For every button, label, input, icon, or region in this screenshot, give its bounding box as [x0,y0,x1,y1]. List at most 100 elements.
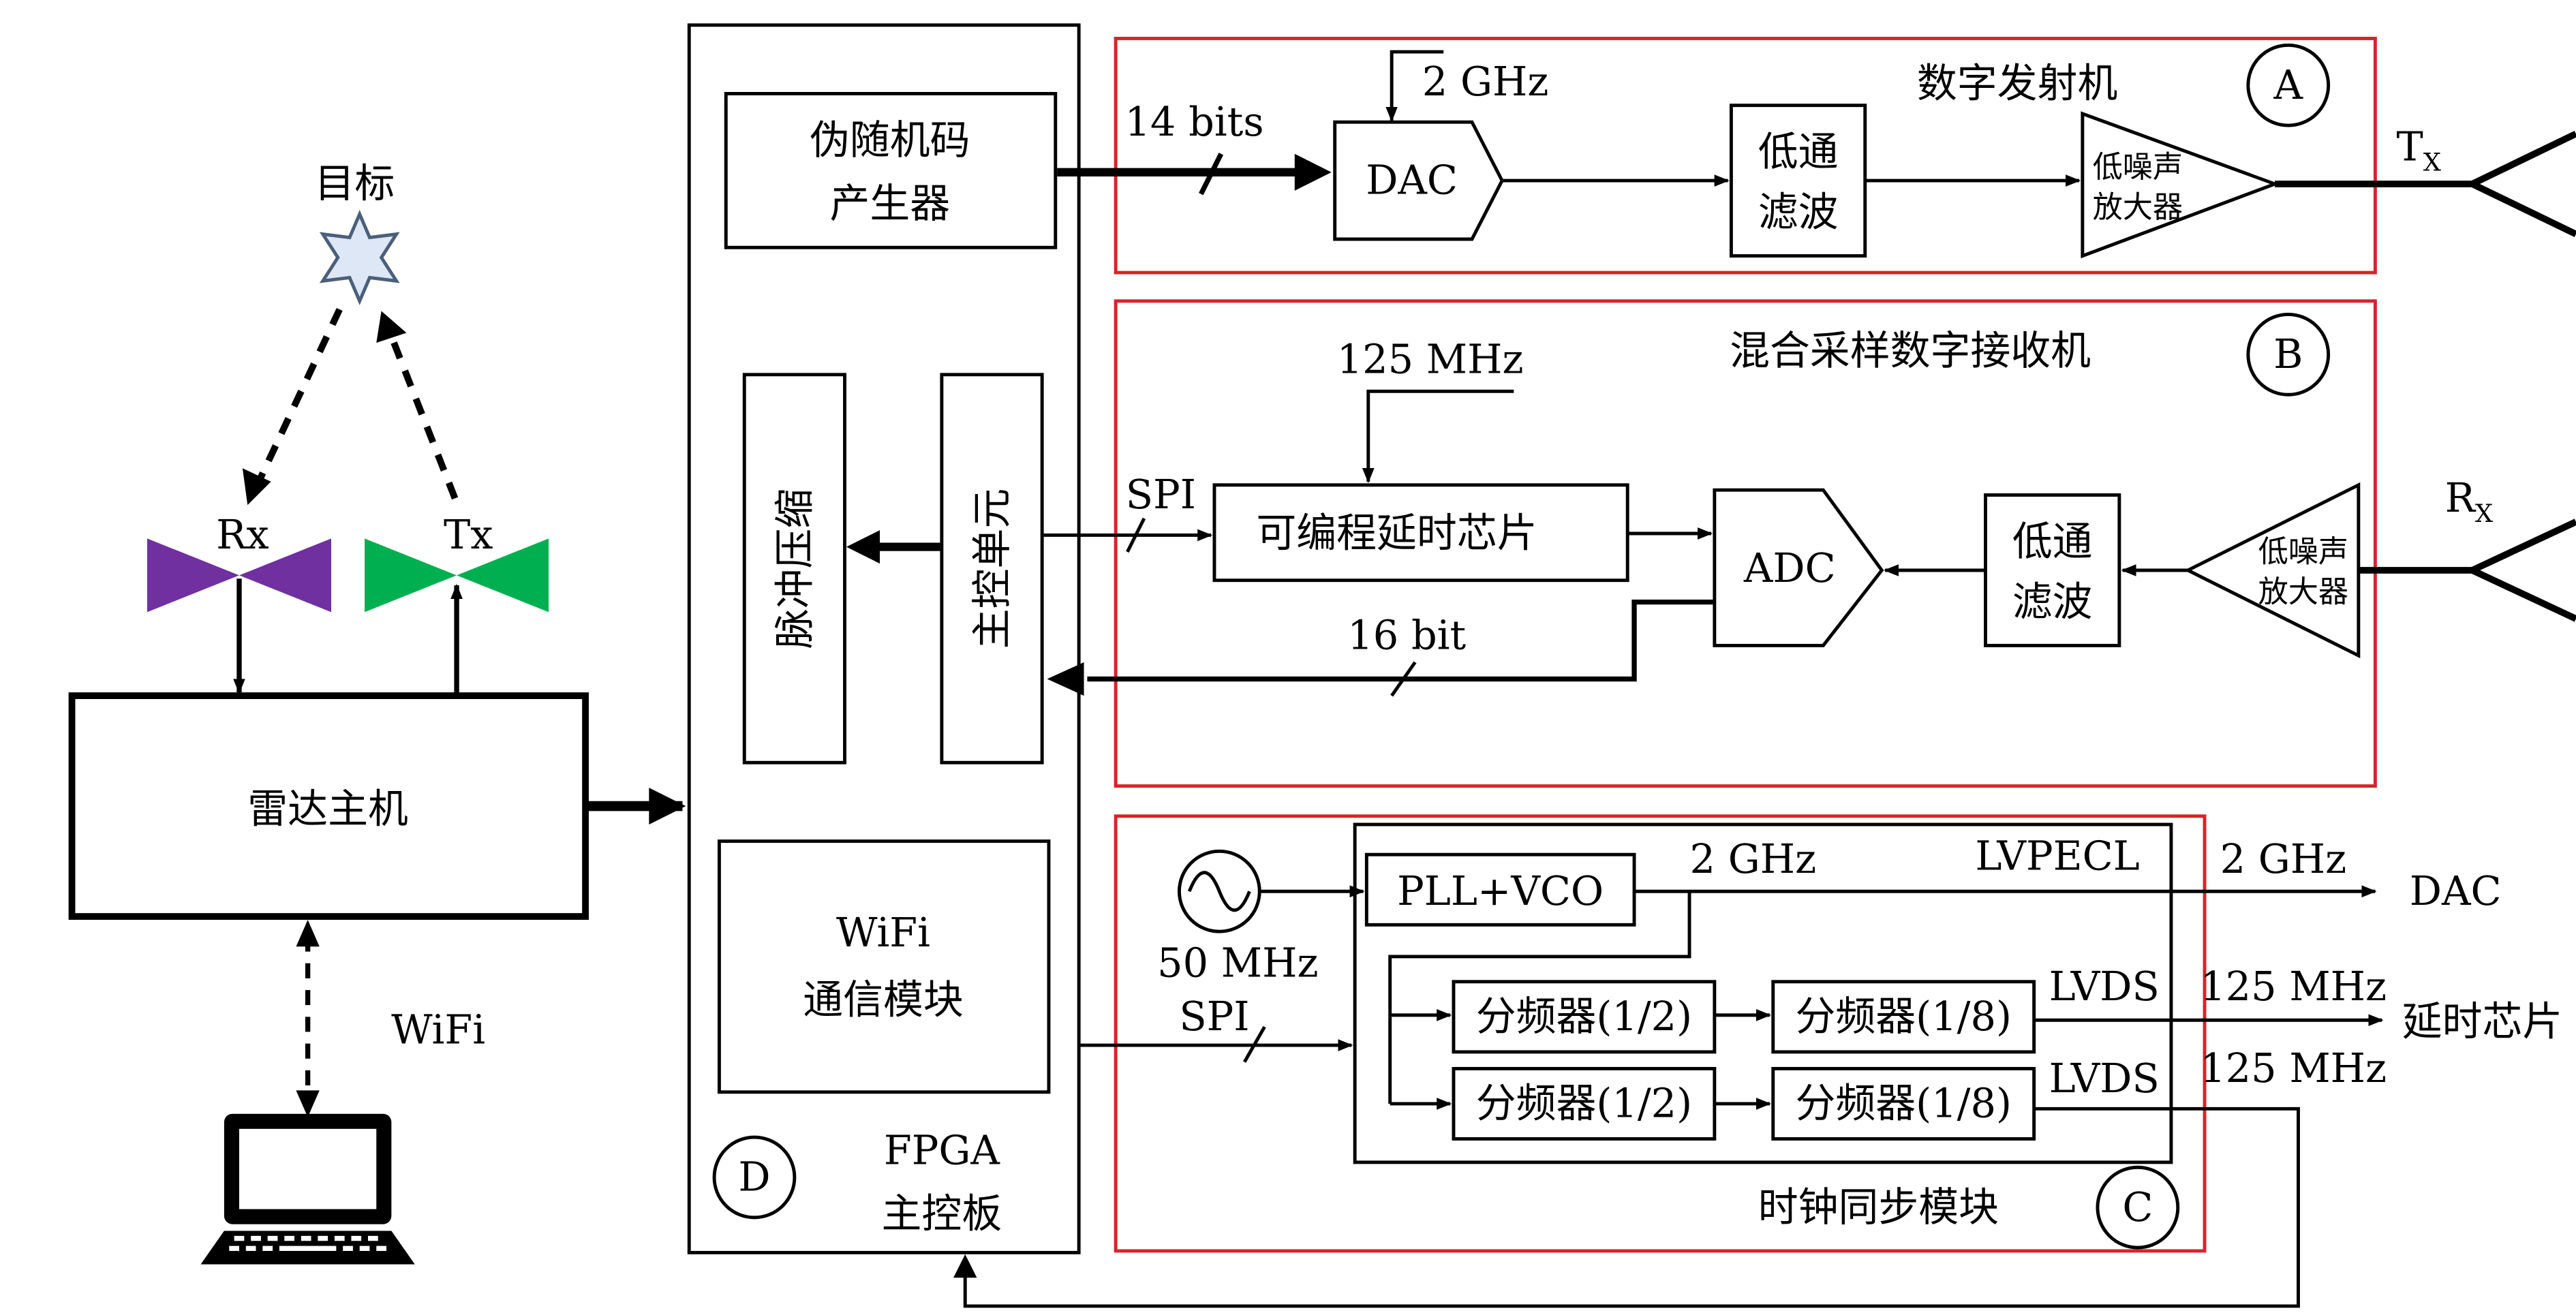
rx-antenna-icon [147,538,331,613]
oscillator-label: 50 MHz [1157,939,1318,986]
tx-path-arrow [384,326,459,500]
tx-port-label: TX [2396,123,2441,177]
tx-bits-label: 14 bits [1124,98,1263,145]
badge-a-circle [2246,43,2331,127]
div8b-to-fpga-feedback [963,1107,2300,1308]
rx-lna-line2: 放大器 [2258,575,2349,610]
rx-lna-triangle [2183,482,2361,659]
tx-lna-line1: 低噪声 [2093,150,2183,185]
out-2ghz-label: 2 GHz [2220,835,2347,882]
out-delay-label: 延时芯片 [2402,997,2563,1045]
rx-antenna-label: Rx [216,511,269,558]
out-125b-label: 125 MHz [2200,1045,2387,1092]
clock-spi-slash [1243,1025,1266,1063]
tx-clock-line [1385,50,1444,122]
rx-lna-line1: 低噪声 [2258,535,2349,570]
delay-chip-label: 可编程延时芯片 [1256,510,1537,557]
echo-path-head [242,468,271,506]
rx-port-antenna-icon [2464,519,2576,622]
div2b-label: 分频器(1/2) [1476,1080,1692,1127]
ctrl-to-pulse-head [846,530,880,564]
board-label: 主控板 [882,1190,1002,1237]
badge-a: A [2273,61,2303,108]
div8b-label: 分频器(1/8) [1796,1080,2012,1127]
target-label: 目标 [314,160,395,207]
badge-d: D [738,1154,770,1201]
out-dac-label: DAC [2410,867,2502,914]
oscillator-wave [1187,871,1251,912]
wifi-module-box [717,839,1051,1094]
host-to-fpga-head [649,788,686,825]
wifi-arrow-up [296,919,320,947]
tx-lpf-line1: 低通 [1758,128,1839,175]
prbs-to-dac-head [1294,153,1332,191]
pll-freq-label: 2 GHz [1690,835,1817,882]
tx-antenna-label: Tx [444,511,493,558]
rx-lpf-line2: 滤波 [2012,578,2093,625]
rx-port-label: RX [2445,474,2494,528]
adc-to-ctrl-head [1047,662,1084,696]
fpga-label: FPGA [884,1126,1001,1173]
prbs-box [724,91,1058,249]
rx-lpf-line1: 低通 [2012,518,2093,565]
fpga-board [687,23,1081,1254]
tx-antenna-icon [365,538,549,613]
tx-lna-triangle [2081,111,2280,259]
echo-path-arrow [249,307,343,497]
rx-bits-label: 16 bit [1347,611,1466,658]
tx-port-antenna-icon [2464,130,2576,238]
pulse-compression-label: 脉冲压缩 [771,489,818,649]
wifi-arrow-down [296,1090,320,1117]
pulse-compression-box [742,373,846,764]
prbs-line1: 伪随机码 [810,117,970,164]
laptop-icon [200,1113,415,1265]
prbs-line2: 产生器 [829,180,950,227]
wifi-module-line2: 通信模块 [803,976,964,1023]
div8b-box [1771,1066,2036,1141]
rx-title: 混合采样数字接收机 [1730,327,2091,374]
feedback-head [953,1254,977,1278]
radar-host-label: 雷达主机 [247,786,408,833]
clock-spi-label: SPI [1179,993,1249,1040]
wifi-module-line1: WiFi [836,909,930,956]
target-star-icon [319,209,400,306]
adc-to-ctrl-bus [1087,599,1715,682]
adc-box [1713,488,1884,647]
lvds-b-label: LVDS [2049,1055,2160,1102]
rx-clock-line [1362,389,1514,484]
tx-bus-slash [1199,153,1224,196]
lvds-a-label: LVDS [2049,963,2160,1010]
rx-spi-label: SPI [1126,471,1196,518]
dac-box [1333,120,1504,241]
rx-frame [1114,299,2377,788]
tx-title: 数字发射机 [1917,59,2117,106]
badge-d-circle [712,1135,797,1220]
tx-clock-label: 2 GHz [1422,58,1549,105]
wifi-label: WiFi [391,1006,485,1053]
clock-frame [1114,814,2207,1253]
tx-lna-line2: 放大器 [2093,190,2183,225]
adc-label: ADC [1743,544,1836,591]
div2a-label: 分频器(1/2) [1476,993,1692,1040]
main-control-unit-box [940,373,1044,764]
main-control-unit-label: 主控单元 [968,489,1015,649]
lvpecl-label: LVPECL [1975,832,2139,879]
rx-spi-slash [1126,517,1146,553]
clock-inner-frame [1353,822,2173,1164]
badge-b: B [2273,330,2303,377]
tx-lpf-line2: 滤波 [1758,188,1839,235]
badge-c-circle [2096,1165,2180,1250]
out-125a-label: 125 MHz [2200,963,2387,1010]
pll-split-line [1388,891,1691,1104]
tx-frame [1114,36,2377,275]
clock-title: 时钟同步模块 [1758,1184,1999,1231]
dac-label: DAC [1366,157,1458,204]
div8a-label: 分频器(1/8) [1796,993,2012,1040]
tx-path-head [376,311,407,343]
radar-host-box [68,692,589,920]
div8a-box [1771,980,2036,1054]
rx-lpf-box [1984,493,2121,647]
rx-bus-slash [1390,661,1417,697]
rx-clock-label: 125 MHz [1337,335,1524,382]
